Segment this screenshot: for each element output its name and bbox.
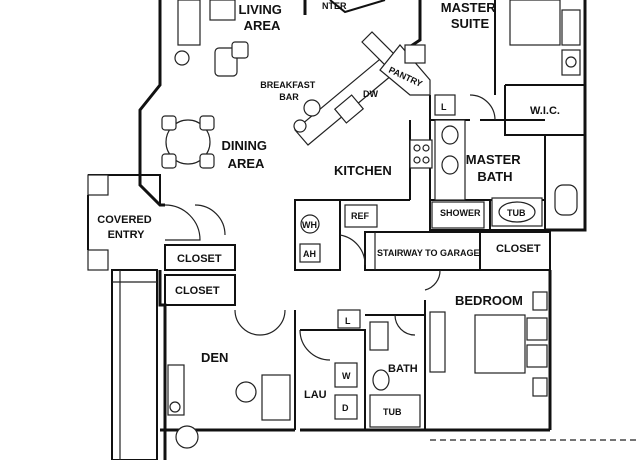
label-covered-entry-line1: COVERED [97, 214, 151, 226]
label-master-bath: MASTER BATH [466, 152, 525, 184]
label-bath: BATH [388, 363, 418, 375]
label-closet-right: CLOSET [496, 243, 541, 255]
label-ah: AH [303, 249, 316, 259]
label-living-line1: LIVING [239, 2, 282, 17]
label-master-bath-line2: BATH [477, 169, 512, 184]
label-master-bath-line1: MASTER [466, 152, 522, 167]
label-center: NTER [322, 1, 347, 11]
label-shower: SHOWER [440, 208, 481, 218]
label-wic: W.I.C. [530, 105, 560, 117]
label-kitchen: KITCHEN [334, 163, 392, 178]
label-covered-entry-line2: ENTRY [108, 229, 146, 241]
label-washer: W [342, 371, 351, 381]
label-l-mid: L [345, 316, 351, 326]
door-swings [164, 94, 496, 361]
label-tub-bath: TUB [383, 407, 402, 417]
label-l-top: L [441, 102, 447, 112]
label-dining-line1: DINING [221, 138, 267, 153]
exterior-stairs [111, 269, 158, 460]
label-bedroom: BEDROOM [455, 293, 523, 308]
label-master-suite: MASTER SUITE [441, 0, 500, 31]
label-living-area: LIVING AREA [239, 2, 286, 33]
label-closet-1: CLOSET [177, 253, 222, 265]
label-closet-2: CLOSET [175, 285, 220, 297]
label-living-line2: AREA [244, 18, 281, 33]
label-wh: WH [302, 220, 317, 230]
label-ref: REF [351, 211, 370, 221]
label-breakfast-bar-line2: BAR [279, 92, 299, 102]
label-laundry: LAU [304, 389, 327, 401]
label-dining-line2: AREA [228, 156, 265, 171]
label-tub-master: TUB [507, 208, 526, 218]
label-master-suite-line2: SUITE [451, 16, 490, 31]
room-labels: LIVING AREA NTER MASTER SUITE BREAKFAST … [97, 0, 560, 417]
label-master-suite-line1: MASTER [441, 0, 497, 15]
label-dryer: D [342, 403, 349, 413]
label-stairway-to-garage: STAIRWAY TO GARAGE [377, 248, 480, 258]
label-breakfast-bar: BREAKFAST BAR [260, 80, 318, 102]
furniture [161, 0, 640, 449]
label-breakfast-bar-line1: BREAKFAST [260, 80, 316, 90]
walls [87, 0, 587, 460]
label-den: DEN [201, 350, 228, 365]
label-dining-area: DINING AREA [221, 138, 270, 171]
label-covered-entry: COVERED ENTRY [97, 214, 154, 241]
label-dw: DW [363, 89, 378, 99]
